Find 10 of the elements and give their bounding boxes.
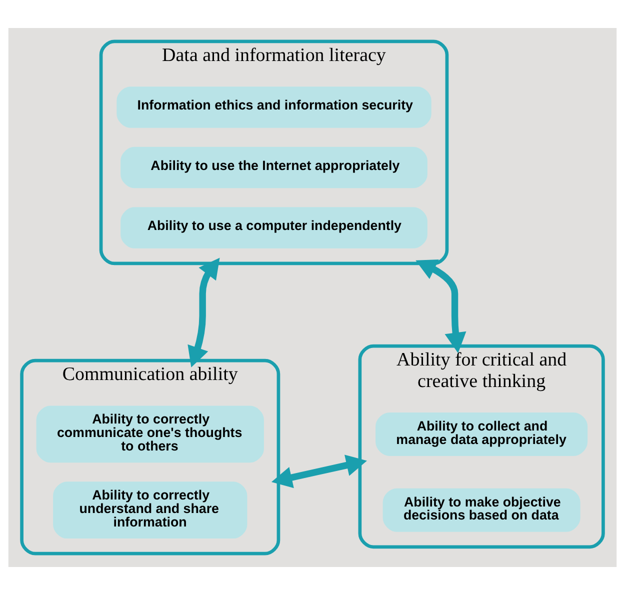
node-box: Ability to make objective decisions based on data [382, 488, 580, 532]
node-box: Ability to collect and manage data appropriately [376, 412, 588, 456]
node-box: Ability to use the Internet appropriately [120, 146, 428, 188]
arrow [271, 454, 367, 488]
node-box: Information ethics and information security [116, 86, 432, 128]
node-box: Ability to correctly communicate one's thoughts to others [36, 405, 264, 462]
node-box: Ability to use a computer independently [120, 206, 428, 248]
arrow [188, 257, 220, 367]
arrow [416, 259, 466, 353]
node-box: Ability to correctly understand and share information [53, 481, 248, 538]
